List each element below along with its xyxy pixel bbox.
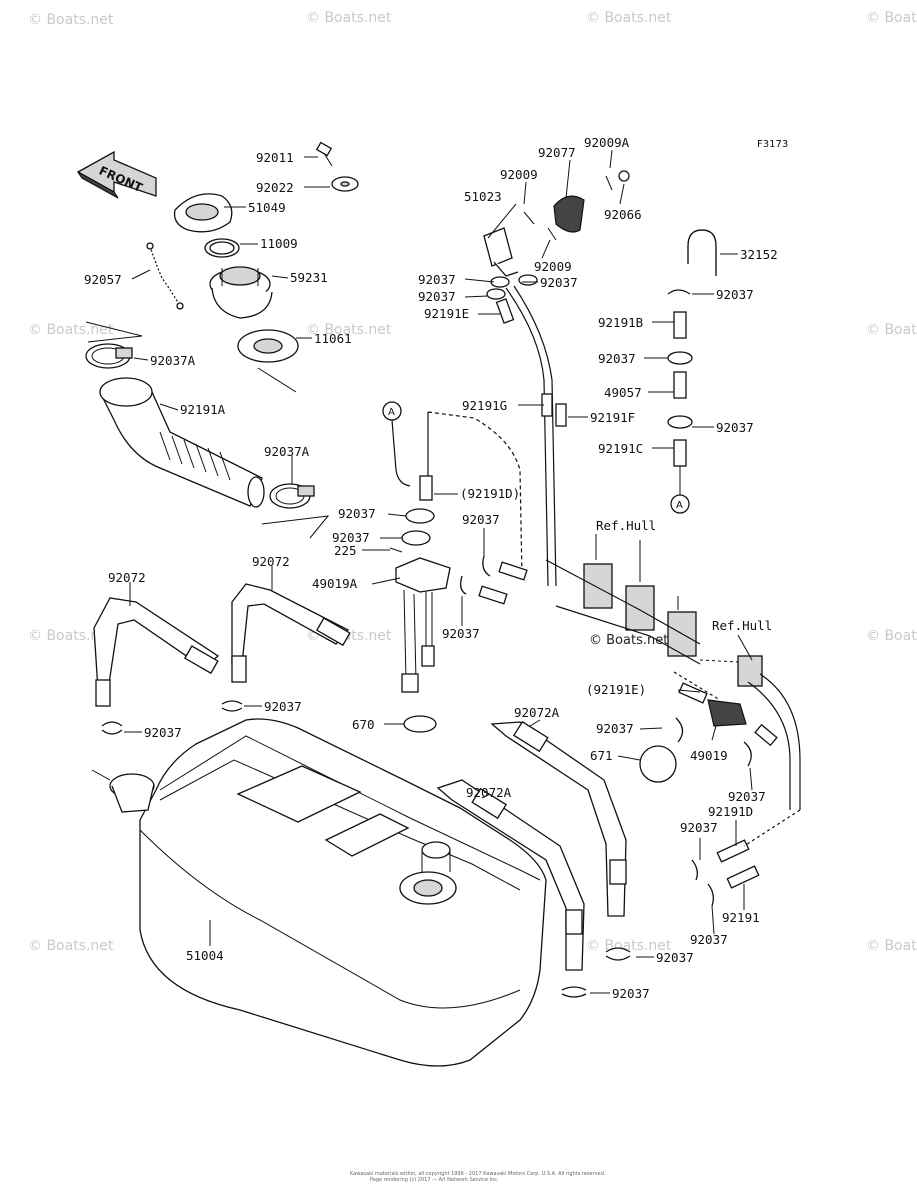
callout-92037-c: 92037 — [418, 272, 456, 287]
callout-11009: 11009 — [260, 236, 298, 251]
callout-51004: 51004 — [186, 948, 224, 963]
watermark: © Boats.net — [306, 10, 392, 26]
callout-51049: 51049 — [248, 200, 286, 215]
callout-92191g: 92191G — [462, 398, 507, 413]
connection-a: A — [382, 401, 523, 579]
fuel-tank — [91, 718, 547, 1067]
callout-92037-j: 92037 — [596, 721, 634, 736]
callout-92037-h: 92037 — [462, 512, 500, 527]
callout-92037a-lower: 92037A — [264, 444, 310, 459]
watermark: © Boats.net — [866, 628, 917, 644]
tank-straps-right — [436, 720, 627, 971]
callout-92022: 92022 — [256, 180, 294, 195]
callout-labels: 92011 92022 51049 11009 92057 59231 1106… — [84, 135, 778, 1001]
callout-92009a: 92009A — [584, 135, 630, 150]
callout-92077: 92077 — [538, 145, 576, 160]
copyright-line-2: Page rendering (c) 2017 — Arl Network Se… — [370, 1177, 499, 1183]
callout-92037-s: 92037 — [612, 986, 650, 1001]
ref-marker-a-bottom: A — [676, 500, 683, 511]
callout-59231: 59231 — [290, 270, 328, 285]
callout-92037-b: 92037 — [144, 725, 182, 740]
o-ring-671 — [639, 745, 677, 783]
callout-92037-q: 92037 — [680, 820, 718, 835]
watermark: © Boats.net — [28, 12, 114, 28]
callout-92191d: 92191D — [708, 804, 753, 819]
hull-ref-1: Ref.Hull — [596, 518, 656, 533]
watermark: © Boats.net — [28, 938, 114, 954]
callout-92191: 92191 — [722, 910, 760, 925]
callout-225: 225 — [334, 543, 357, 558]
fuel-sender — [389, 475, 528, 733]
callout-49019a: 49019A — [312, 576, 358, 591]
hose-clips-bottom — [561, 947, 631, 998]
hose-clips-left — [101, 700, 243, 735]
callout-92191e: 92191E — [424, 306, 469, 321]
filler-assembly — [85, 141, 359, 539]
callout-92072a-lower: 92072A — [466, 785, 512, 800]
hull-ref-2: Ref.Hull — [712, 618, 772, 633]
callout-92191d-paren: (92191D) — [460, 486, 520, 501]
callout-92037-i: 92037 — [442, 626, 480, 641]
callout-92037-p: 92037 — [728, 789, 766, 804]
callout-92009-lower: 92009 — [534, 259, 572, 274]
callout-92191a: 92191A — [180, 402, 226, 417]
callout-92037a-upper: 92037A — [150, 353, 196, 368]
callout-92057: 92057 — [84, 272, 122, 287]
tank-straps-left — [93, 583, 351, 707]
watermark: © Boats.net — [866, 938, 917, 954]
callout-92037-n: 92037 — [716, 420, 754, 435]
callout-51023: 51023 — [464, 189, 502, 204]
callout-92072a-upper: 92072A — [514, 705, 560, 720]
leader-lines — [124, 149, 753, 994]
callout-92037-k: 92037 — [656, 950, 694, 965]
callout-670: 670 — [352, 717, 375, 732]
callout-32152: 32152 — [740, 247, 778, 262]
callout-92072-left: 92072 — [108, 570, 146, 585]
callout-49057: 49057 — [604, 385, 642, 400]
watermark: © Boats.net — [306, 322, 392, 338]
callout-92011: 92011 — [256, 150, 294, 165]
callout-92191c: 92191C — [598, 441, 643, 456]
callout-92037-m: 92037 — [598, 351, 636, 366]
callout-92037-d: 92037 — [418, 289, 456, 304]
callout-92037-r: 92037 — [690, 932, 728, 947]
callout-92191f: 92191F — [590, 410, 635, 425]
ref-marker-a: A — [388, 407, 395, 418]
callout-92191e-paren: (92191E) — [586, 682, 646, 697]
watermark: © Boats.net — [586, 10, 672, 26]
callout-92009-upper: 92009 — [500, 167, 538, 182]
watermark: © Boats.net — [866, 10, 917, 26]
watermark-center: © Boats.net — [589, 633, 668, 648]
figure-code: F3173 — [757, 139, 788, 150]
callout-92037-f: 92037 — [338, 506, 376, 521]
right-hose-column: A — [667, 229, 717, 514]
callout-92072-right: 92072 — [252, 554, 290, 569]
front-arrow-icon: FRONT — [76, 150, 157, 199]
callout-92037-l: 92037 — [716, 287, 754, 302]
callout-92037-e: 92037 — [540, 275, 578, 290]
watermark: © Boats.net — [586, 938, 672, 954]
watermark: © Boats.net — [28, 322, 114, 338]
callout-92037-g: 92037 — [332, 530, 370, 545]
callout-671: 671 — [590, 748, 613, 763]
watermark: © Boats.net — [866, 322, 917, 338]
watermark: © Boats.net — [28, 628, 114, 644]
callout-11061: 11061 — [314, 331, 352, 346]
callout-92191b: 92191B — [598, 315, 643, 330]
callout-92037-a: 92037 — [264, 699, 302, 714]
copyright-line-1: Kawasaki materials within, all copyright… — [350, 1171, 606, 1177]
callout-92066: 92066 — [604, 207, 642, 222]
hull-clamp-blocks — [545, 534, 801, 907]
callout-49019: 49019 — [690, 748, 728, 763]
